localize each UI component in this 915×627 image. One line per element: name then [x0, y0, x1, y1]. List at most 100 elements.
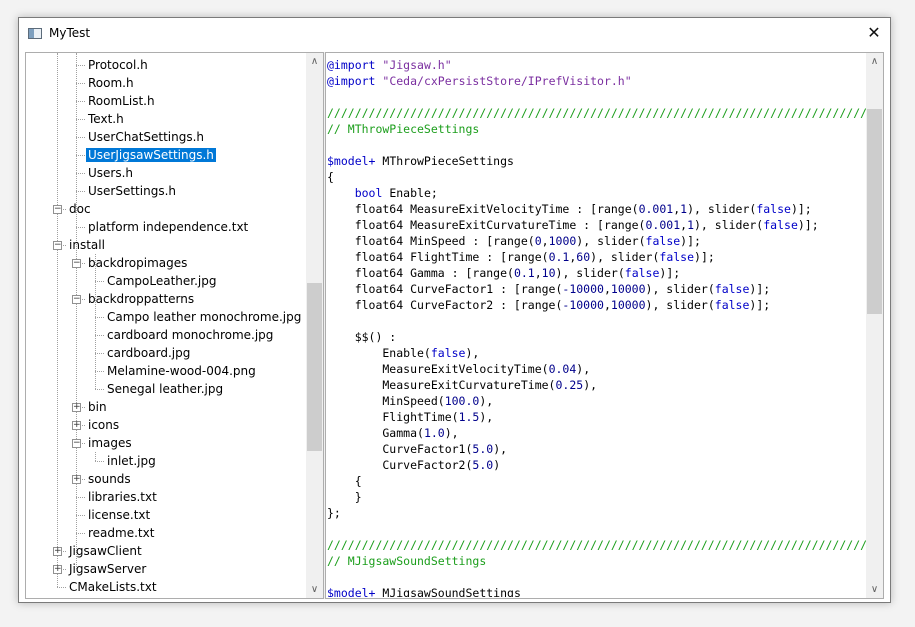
tree-item-label: Campo leather monochrome.jpg [107, 310, 302, 324]
code-token: , [569, 250, 577, 264]
tree-item[interactable]: JigsawServer [67, 560, 148, 578]
tree-connector-line [76, 200, 77, 227]
tree-item[interactable]: libraries.txt [86, 488, 159, 506]
tree-item[interactable]: backdroppatterns [86, 290, 196, 308]
editor-scrollbar-thumb[interactable] [867, 109, 882, 314]
code-line: float64 CurveFactor1 : [range(-10000,100… [327, 281, 867, 297]
code-token: -10000 [562, 282, 604, 296]
tree-item-label: RoomList.h [88, 94, 155, 108]
code-token: MinSpeed( [327, 394, 445, 408]
tree-item[interactable]: readme.txt [86, 524, 156, 542]
tree-item[interactable]: doc [67, 200, 93, 218]
tree-item[interactable]: cardboard.jpg [105, 344, 192, 362]
code-token: )]; [659, 266, 681, 280]
tree-item[interactable]: images [86, 434, 134, 452]
scroll-down-icon[interactable]: ∨ [870, 584, 879, 595]
tree-item[interactable]: Text.h [86, 110, 126, 128]
code-token: float64 CurveFactor1 : [range( [327, 282, 563, 296]
tree-scrollbar-thumb[interactable] [307, 283, 322, 451]
code-token: 0.1 [513, 266, 535, 280]
tree-item[interactable]: sounds [86, 470, 133, 488]
tree-connector-line [95, 281, 104, 282]
tree-item-label: platform independence.txt [88, 220, 249, 234]
tree-item[interactable]: Protocol.h [86, 56, 150, 74]
code-token: ) [493, 458, 501, 472]
scroll-up-icon[interactable]: ∧ [310, 56, 319, 67]
editor-scrollbar[interactable]: ∧ ∨ [866, 53, 883, 598]
tree-item-label: Melamine-wood-004.png [107, 364, 256, 378]
tree-scrollbar[interactable]: ∧ ∨ [306, 53, 323, 598]
code-line [327, 569, 867, 585]
code-token: 10 [541, 266, 556, 280]
tree-connector-line [76, 533, 85, 534]
code-line: float64 MinSpeed : [range(0,1000), slide… [327, 233, 867, 249]
tree-item[interactable]: Campo leather monochrome.jpg [105, 308, 303, 326]
minus-box-icon[interactable]: − [53, 240, 62, 250]
plus-box-icon[interactable]: + [72, 474, 81, 484]
minus-box-icon[interactable]: − [72, 258, 81, 268]
code-line: @import "Jigsaw.h" [327, 57, 867, 73]
tree-item[interactable]: inlet.jpg [105, 452, 158, 470]
tree-connector-line [76, 191, 85, 192]
code-token: float64 Gamma : [range( [327, 266, 514, 280]
tree-item[interactable]: cardboard monochrome.jpg [105, 326, 275, 344]
code-line: $model+ MJigsawSoundSettings [327, 585, 867, 597]
code-token: @import [327, 74, 376, 88]
code-token: 0 [534, 234, 542, 248]
plus-box-icon[interactable]: + [72, 420, 81, 430]
tree-item-label: Users.h [88, 166, 134, 180]
code-token: false [714, 282, 750, 296]
scroll-up-icon[interactable]: ∧ [870, 56, 879, 67]
tree-item[interactable]: Melamine-wood-004.png [105, 362, 258, 380]
code-token: 60 [576, 250, 591, 264]
code-token: false [659, 250, 695, 264]
tree-item[interactable]: RoomList.h [86, 92, 157, 110]
tree-item[interactable]: UserJigsawSettings.h [86, 146, 216, 164]
tree-item[interactable]: bin [86, 398, 109, 416]
tree-item[interactable]: license.txt [86, 506, 152, 524]
code-text[interactable]: @import "Jigsaw.h"@import "Ceda/cxPersis… [327, 57, 867, 597]
plus-box-icon[interactable]: + [53, 564, 62, 574]
tree-item[interactable]: UserSettings.h [86, 182, 178, 200]
minus-box-icon[interactable]: − [72, 294, 81, 304]
code-token: float64 MinSpeed : [range( [327, 234, 535, 248]
code-line: MeasureExitCurvatureTime(0.25), [327, 377, 867, 393]
plus-box-icon[interactable]: + [72, 402, 81, 412]
tree-item[interactable]: JigsawClient [67, 542, 144, 560]
tree-item[interactable]: install [67, 236, 107, 254]
tree-item-label: JigsawClient [69, 544, 142, 558]
tree-item[interactable]: backdropimages [86, 254, 189, 272]
scroll-down-icon[interactable]: ∨ [310, 584, 319, 595]
code-token: ), [465, 346, 480, 360]
code-token: MJigsawSoundSettings [375, 586, 521, 597]
tree-item-label: UserSettings.h [88, 184, 176, 198]
plus-box-icon[interactable]: + [53, 546, 62, 556]
title-bar[interactable]: MyTest ✕ [19, 18, 890, 50]
code-token: ), slider( [555, 266, 625, 280]
tree-item-label: JigsawServer [69, 562, 147, 576]
tree-item[interactable]: Room.h [86, 74, 136, 92]
code-token: 1.5 [458, 410, 480, 424]
tree-connector-line [57, 53, 58, 587]
tree-item[interactable]: UserChatSettings.h [86, 128, 206, 146]
code-editor[interactable]: @import "Jigsaw.h"@import "Ceda/cxPersis… [325, 52, 884, 599]
tree-connector-line [95, 254, 96, 389]
tree-item[interactable]: Users.h [86, 164, 135, 182]
tree-item[interactable]: platform independence.txt [86, 218, 250, 236]
code-token: Gamma( [327, 426, 424, 440]
tree-item[interactable]: CampoLeather.jpg [105, 272, 219, 290]
window-title: MyTest [49, 26, 91, 40]
tree-item-label: inlet.jpg [107, 454, 156, 468]
code-token: { [327, 170, 334, 184]
tree-item[interactable]: Senegal leather.jpg [105, 380, 225, 398]
close-button[interactable]: ✕ [867, 23, 881, 42]
tree-item[interactable]: CMakeLists.txt [67, 578, 159, 596]
tree-item[interactable]: icons [86, 416, 121, 434]
code-token: )]; [680, 234, 701, 248]
minus-box-icon[interactable]: − [72, 438, 81, 448]
minus-box-icon[interactable]: − [53, 204, 62, 214]
code-token: ), slider( [590, 250, 660, 264]
code-token: { [327, 474, 362, 488]
code-line: float64 FlightTime : [range(0.1,60), sli… [327, 249, 867, 265]
